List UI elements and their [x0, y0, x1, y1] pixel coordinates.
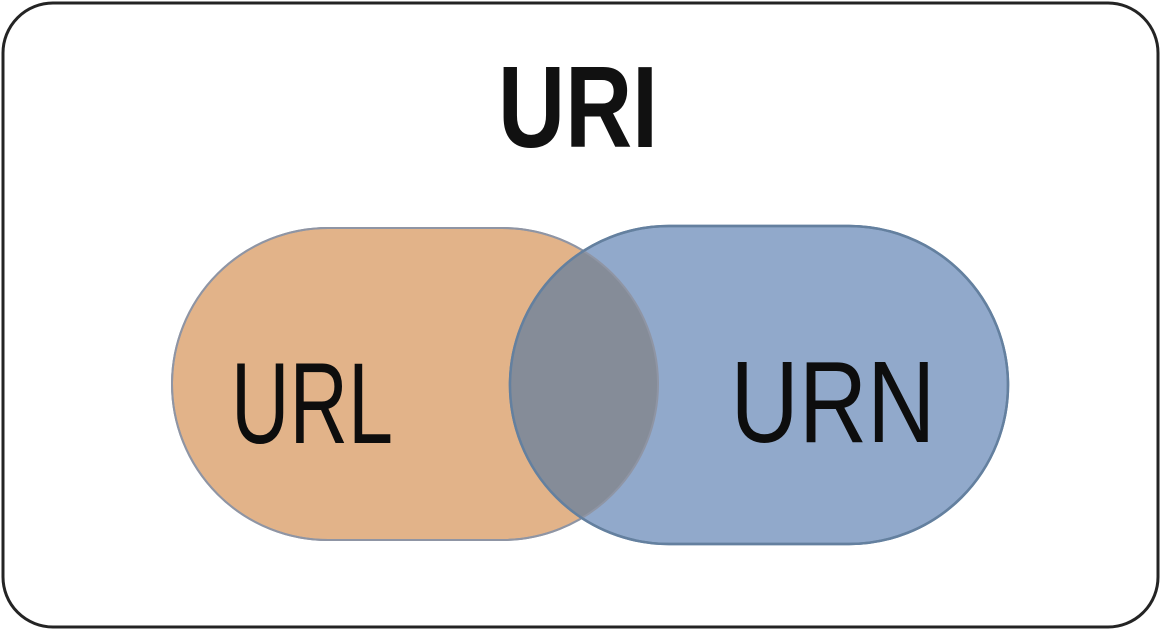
urn-set-outline [508, 224, 1010, 546]
url-set-label: URL [231, 340, 393, 468]
diagram-title: URI [498, 42, 658, 172]
urn-set-label: URN [731, 337, 936, 467]
url-set-outline [171, 227, 659, 541]
